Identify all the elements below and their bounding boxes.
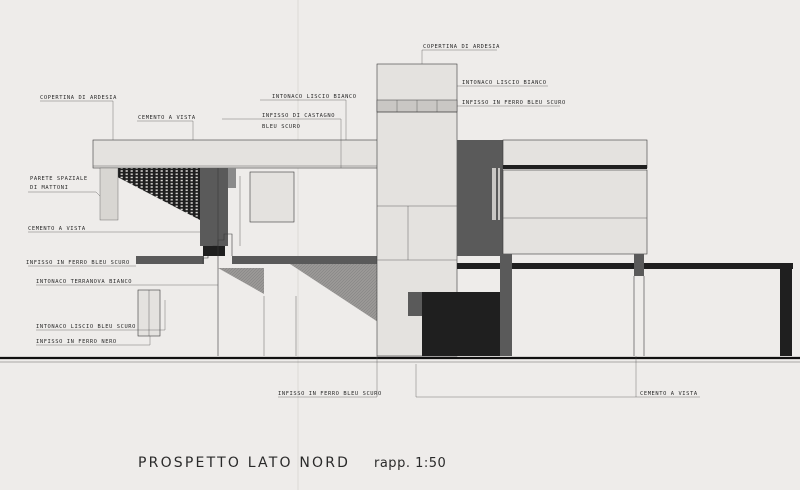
pillar-left (500, 254, 512, 356)
drawing-title: PROSPETTO LATO NORD (138, 455, 350, 471)
pergola-beam (457, 263, 793, 269)
center-balcony-band (232, 256, 378, 264)
label-copertina-top: COPERTINA DI ARDESIA (423, 44, 500, 50)
label-parete-2: DI MATTONI (30, 185, 68, 191)
left-balcony-band (136, 256, 204, 264)
right-glazed-wall (502, 169, 648, 255)
building-elevation (0, 63, 800, 363)
material-labels: COPERTINA DI ARDESIA CEMENTO A VISTA INT… (26, 44, 698, 397)
right-roof-slab (502, 139, 648, 169)
label-intonaco-right: INTONACO LISCIO BIANCO (462, 80, 547, 86)
brick-screen-wall (100, 168, 200, 220)
shadow-wedge-center (290, 264, 378, 322)
label-infisso-castagno: INFISSO DI CASTAGNO (262, 113, 335, 119)
pergola-column-right (780, 263, 792, 356)
label-bleu-scuro: BLEU SCURO (262, 124, 300, 130)
label-copertina-left: COPERTINA DI ARDESIA (40, 95, 117, 101)
label-intonaco-bleu: INTONACO LISCIO BLEU SCURO (36, 324, 136, 330)
label-parete-1: PARETE SPAZIALE (30, 176, 88, 182)
ground-floor-opening (422, 292, 500, 356)
brick-pier-light (99, 167, 119, 221)
right-dark-block (457, 140, 503, 256)
drawing-title-block: PROSPETTO LATO NORD rapp. 1:50 (138, 455, 446, 471)
label-cemento-bottom: CEMENTO A VISTA (640, 391, 698, 397)
drawing-scale: rapp. 1:50 (374, 456, 446, 471)
pergola-column-mid (634, 254, 644, 276)
left-roof-slab (92, 139, 380, 169)
concrete-block (200, 168, 228, 246)
label-infisso-bleu-left: INFISSO IN FERRO BLEU SCURO (26, 260, 130, 266)
label-cemento-top: CEMENTO A VISTA (138, 115, 196, 121)
label-intonaco-center: INTONACO LISCIO BIANCO (272, 94, 357, 100)
label-infisso-bleu-top: INFISSO IN FERRO BLEU SCURO (462, 100, 566, 106)
label-infisso-nero: INFISSO IN FERRO NERO (36, 339, 117, 345)
label-cemento-left: CEMENTO A VISTA (28, 226, 86, 232)
shadow-wedge-left (218, 268, 264, 294)
label-infisso-bleu-bottom: INFISSO IN FERRO BLEU SCURO (278, 391, 382, 397)
leader-lines (28, 49, 700, 398)
label-intonaco-terranova: INTONACO TERRANOVA BIANCO (36, 279, 132, 285)
